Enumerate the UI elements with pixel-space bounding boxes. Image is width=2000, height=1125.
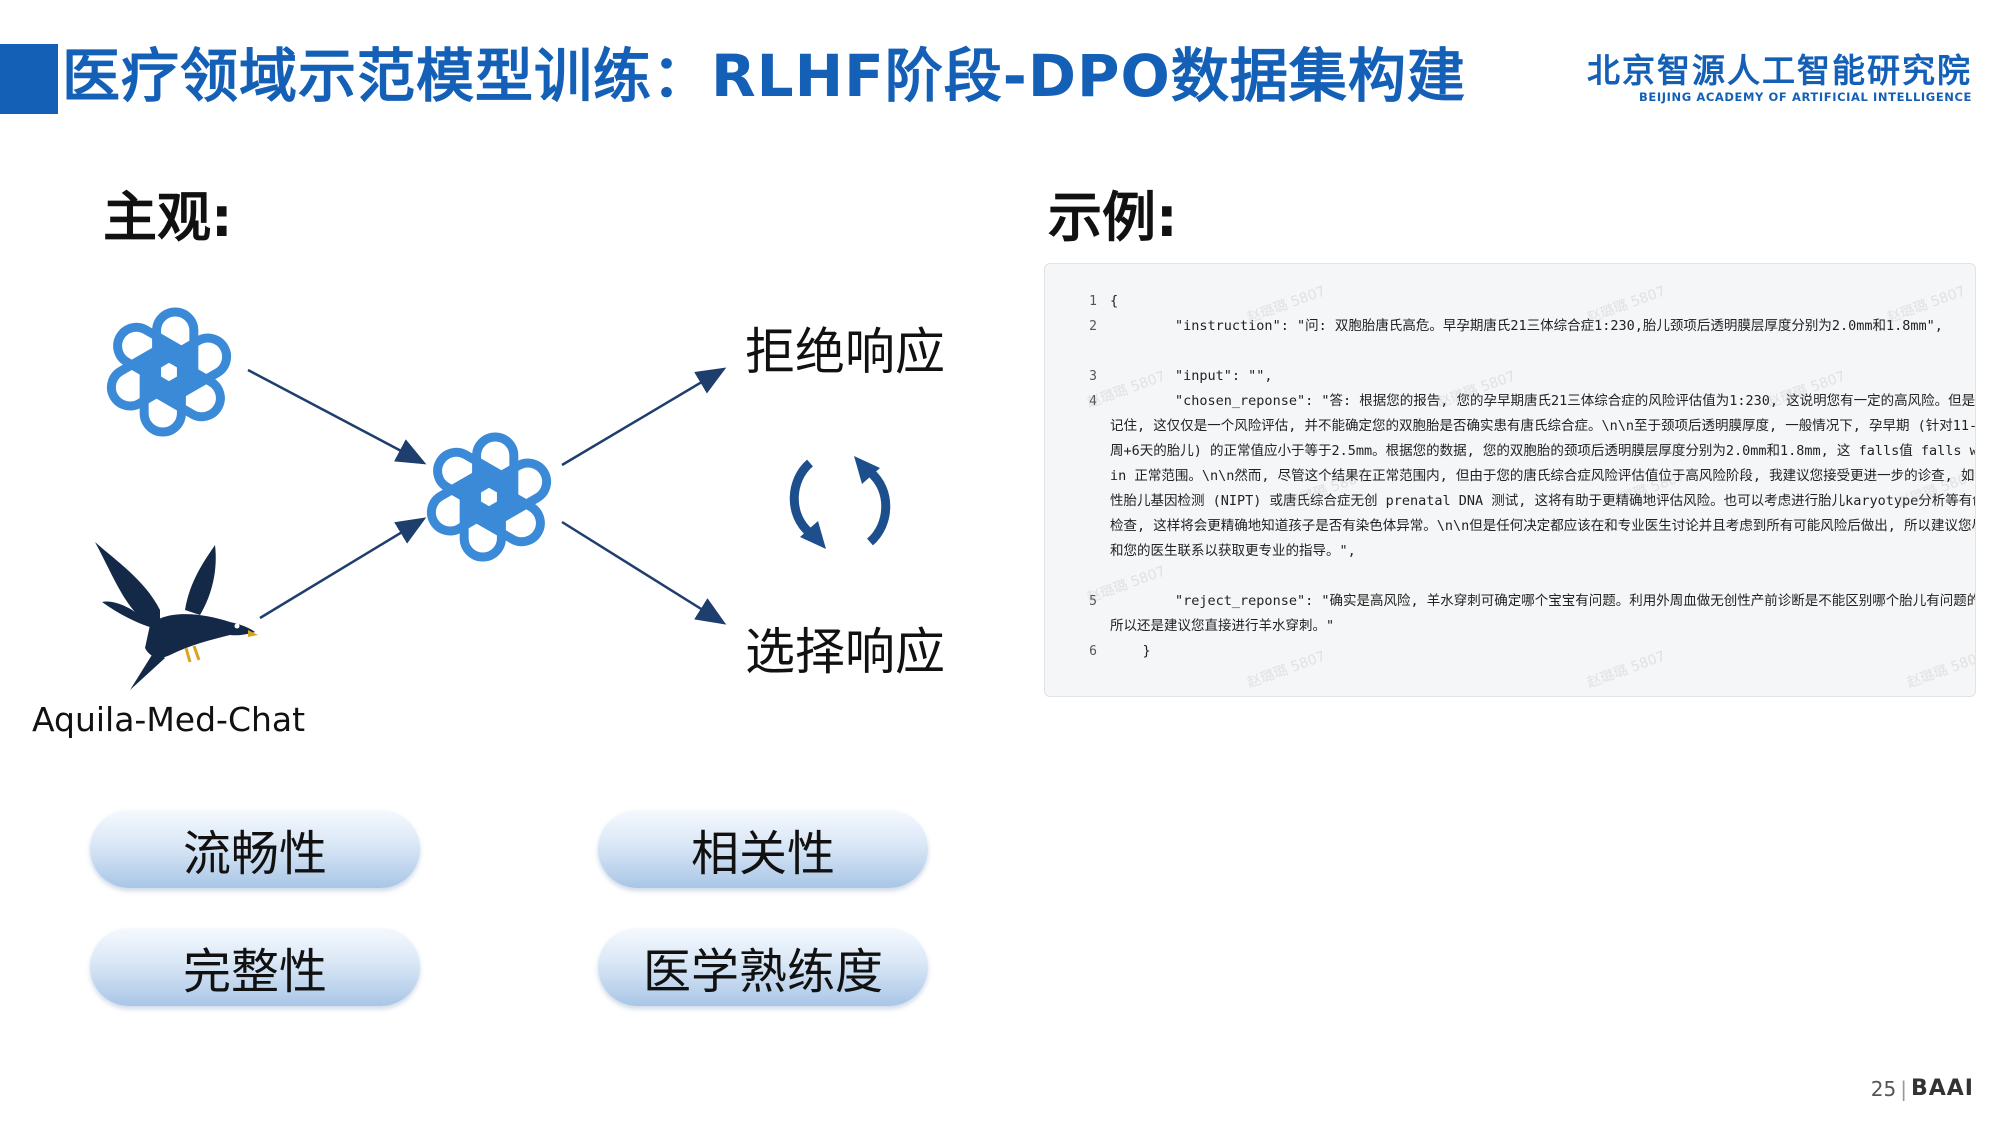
rejected-response-label: 拒绝响应 <box>745 323 945 381</box>
footer-separator: | <box>1900 1076 1907 1101</box>
code-text: "reject_reponse": "确实是高风险, 羊水穿刺可确定哪个宝宝有问… <box>1110 593 1976 634</box>
footer-baai-logo: BAAI <box>1910 1076 1974 1101</box>
criterion-relevance: 相关性 <box>598 810 928 888</box>
cycle-arrows-icon <box>789 456 891 549</box>
arrow-to-chosen <box>561 520 727 625</box>
line-number: 4 <box>1089 394 1097 409</box>
openai-logo-icon <box>106 307 232 437</box>
example-heading: 示例: <box>1048 186 1178 249</box>
subjective-heading: 主观: <box>103 186 233 249</box>
criterion-medical-proficiency: 医学熟练度 <box>598 928 928 1006</box>
line-number: 3 <box>1089 369 1097 384</box>
title-accent-bar <box>0 44 58 114</box>
code-text: "input": "", <box>1110 368 1273 384</box>
line-number: 6 <box>1089 644 1097 659</box>
code-text: "chosen_reponse": "答: 根据您的报告, 您的孕早期唐氏21三… <box>1110 393 1976 559</box>
logo-english-name: BEIJING ACADEMY OF ARTIFICIAL INTELLIGEN… <box>1639 90 1972 104</box>
logo-chinese-name: 北京智源人工智能研究院 <box>1587 51 1972 90</box>
arrow-to-rejected <box>561 367 727 467</box>
page-number: 25 <box>1870 1076 1897 1101</box>
criterion-fluency: 流畅性 <box>90 810 420 888</box>
code-text: } <box>1110 643 1151 659</box>
code-example-panel: 1 { 2 "instruction": "问: 双胞胎唐氏高危。早孕期唐氏21… <box>1044 263 1976 697</box>
page-footer: 25 | BAAI <box>1871 1076 1974 1101</box>
line-number: 5 <box>1089 594 1097 609</box>
criterion-completeness: 完整性 <box>90 928 420 1006</box>
eagle-icon <box>95 542 258 690</box>
code-text: { <box>1110 293 1119 309</box>
arrow-eagle-to-center <box>259 517 427 620</box>
openai-logo-icon <box>426 432 552 562</box>
code-text: "instruction": "问: 双胞胎唐氏高危。早孕期唐氏21三体综合症1… <box>1110 318 1943 334</box>
line-number: 2 <box>1089 319 1097 334</box>
slide-title: 医疗领域示范模型训练：RLHF阶段-DPO数据集构建 <box>62 42 1466 110</box>
model-label: Aquila-Med-Chat <box>32 700 306 739</box>
line-number: 1 <box>1089 294 1097 309</box>
baai-logo: 北京智源人工智能研究院 BEIJING ACADEMY OF ARTIFICIA… <box>1587 51 1972 105</box>
chosen-response-label: 选择响应 <box>745 623 945 681</box>
arrow-top-to-center <box>247 368 427 465</box>
